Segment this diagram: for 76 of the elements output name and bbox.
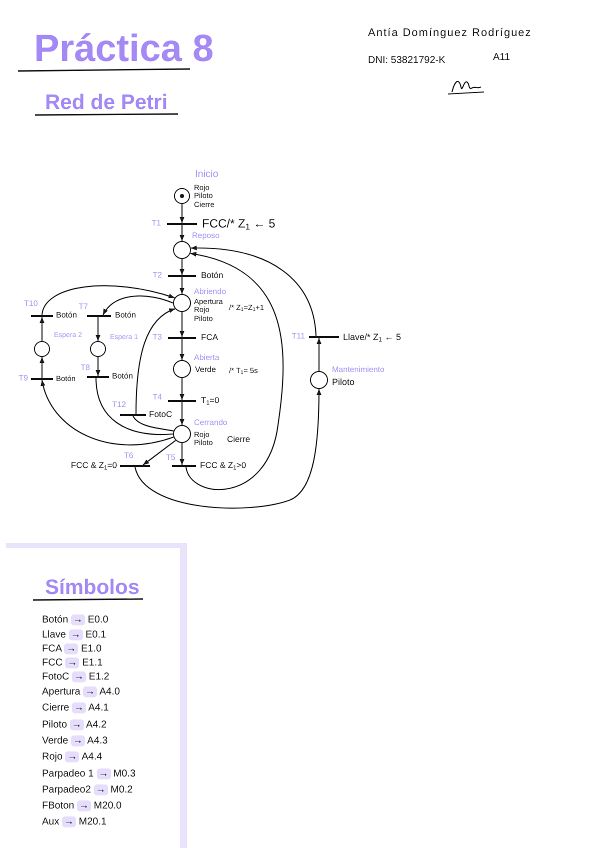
- symbol-mapping: FotoC → E1.2: [42, 671, 110, 683]
- arrow: [180, 277, 184, 294]
- arrow: [180, 312, 184, 337]
- arrow: [190, 246, 317, 336]
- symbol-mapping: Aux → M20.1: [42, 816, 107, 828]
- transition-condition: FotoC: [149, 410, 172, 420]
- arrow: [180, 225, 184, 241]
- transition-name: T12: [112, 401, 126, 410]
- transition-condition: T$_{1}$=0: [201, 396, 220, 406]
- arrow: [134, 389, 322, 509]
- arrow: [102, 295, 174, 316]
- transition-condition: Botón: [201, 271, 224, 281]
- symbol-mapping: Piloto → A4.2: [42, 719, 107, 731]
- id-number: DNI: 53821792-K: [368, 55, 446, 66]
- symbol-mapping: FCA → E1.0: [42, 643, 102, 655]
- output-list: Piloto: [332, 377, 355, 388]
- arrow: [40, 317, 44, 341]
- place-name: Inicio: [195, 169, 218, 180]
- transition-condition: Botón: [112, 372, 133, 382]
- arrow: [180, 443, 184, 465]
- arrow: [180, 402, 184, 425]
- page-title: Práctica 8: [34, 30, 214, 68]
- place-name: Abriendo: [194, 288, 226, 297]
- arrow: [96, 317, 100, 341]
- transition-name: T5: [166, 454, 176, 463]
- transition-condition: Botón: [115, 312, 136, 320]
- place-name: Reposo: [192, 232, 220, 241]
- arrow: [40, 357, 44, 378]
- output-list: Cierre: [227, 435, 250, 445]
- author-name: Antía Domínguez Rodríguez: [368, 27, 532, 40]
- arrow: [180, 339, 184, 360]
- group-code: A11: [493, 52, 510, 64]
- symbol-mapping: Rojo → A4.4: [42, 751, 102, 763]
- section-heading: Símbolos: [45, 577, 140, 598]
- subtitle: Red de Petri: [45, 92, 168, 113]
- transition-condition: Botón: [56, 312, 77, 320]
- symbol-mapping: Parpadeo2 → M0.2: [42, 784, 133, 796]
- arrow: [41, 285, 175, 316]
- connector-line: [95, 378, 174, 436]
- arrow: [180, 259, 184, 275]
- transition-condition: FCC/* Z$_{1}$ ← 5: [202, 217, 276, 231]
- transition-name: T8: [80, 364, 90, 373]
- transition-name: T2: [152, 272, 162, 280]
- output-list: Verde: [195, 366, 216, 375]
- arrow: [142, 440, 176, 466]
- transition-name: T6: [124, 452, 134, 461]
- arrow: [180, 378, 184, 400]
- arrow: [185, 252, 284, 490]
- place-name: Cerrando: [194, 419, 228, 428]
- connector-line: [132, 416, 174, 432]
- transition-name: T4: [152, 394, 162, 402]
- arrow: [180, 204, 184, 223]
- transition-name: T10: [24, 300, 38, 309]
- symbol-mapping: Botón → E0.0: [42, 614, 108, 626]
- symbol-mapping: FCC → E1.1: [42, 657, 103, 669]
- transition-name: T7: [78, 303, 88, 312]
- transition-condition: FCC & Z$_{1}$=0: [70, 461, 117, 471]
- arrow: [316, 338, 322, 371]
- transition-name: T1: [152, 220, 161, 228]
- place-name: Abierta: [194, 354, 220, 363]
- symbol-mapping: Parpadeo 1 → M0.3: [42, 768, 136, 780]
- arrow: [96, 357, 100, 376]
- transition-condition: FCC & Z$_{1}$>0: [200, 461, 246, 471]
- transition-condition: Llave/* Z$_{1}$ ← 5: [343, 332, 402, 342]
- symbol-mapping: Llave → E0.1: [42, 629, 106, 641]
- transition-name: T11: [292, 332, 305, 342]
- transition-name: T9: [18, 374, 28, 384]
- transition-name: T3: [152, 334, 162, 342]
- transition-condition: FCA: [201, 333, 218, 343]
- arrow: [41, 380, 174, 446]
- symbol-mapping: Apertura → A4.0: [42, 686, 120, 698]
- symbol-mapping: Cierre → A4.1: [42, 702, 109, 714]
- place-name: Mantenimiento: [332, 366, 384, 375]
- arrow: [135, 308, 176, 414]
- symbol-mapping: FBoton → M20.0: [42, 800, 122, 812]
- symbol-mapping: Verde → A4.3: [42, 735, 108, 747]
